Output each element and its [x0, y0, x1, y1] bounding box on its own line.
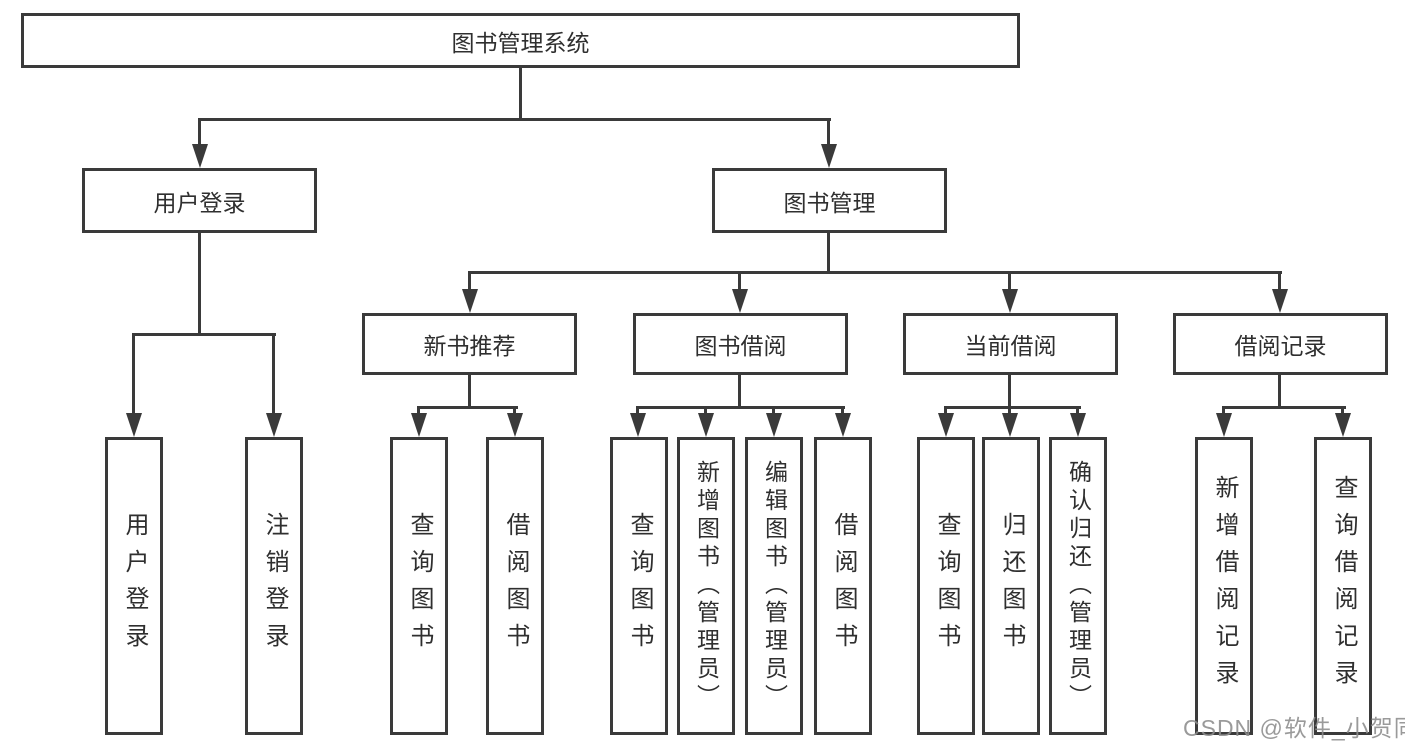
node-label: 查询图书: [933, 512, 960, 660]
edge-line: [772, 406, 775, 418]
node-user-login: 用户登录: [82, 168, 317, 233]
edge-line: [738, 373, 741, 408]
leaf-confirm-return-admin: 确认归还（管理员）: [1049, 437, 1107, 735]
node-label: 图书借阅: [694, 333, 787, 359]
node-label: 归还图书: [998, 512, 1025, 660]
leaf-logout: 注销登录: [245, 437, 303, 735]
node-label: 查询图书: [626, 512, 653, 660]
leaf-query-borrow-record: 查询借阅记录: [1314, 437, 1372, 735]
arrow-down-icon: [507, 413, 523, 437]
arrow-down-icon: [630, 413, 646, 437]
edge-line: [417, 406, 518, 409]
node-label: 查询借阅记录: [1330, 475, 1357, 697]
edge-line: [944, 406, 947, 418]
arrow-down-icon: [1335, 413, 1351, 437]
node-book-management: 图书管理: [712, 168, 947, 233]
csdn-watermark: CSDN @软件_小贺同学: [1183, 715, 1405, 741]
edge-line: [636, 406, 845, 409]
edge-line: [1008, 271, 1011, 295]
edge-line: [198, 118, 831, 121]
node-label: 借阅记录: [1234, 333, 1327, 359]
node-library-system: 图书管理系统: [21, 13, 1020, 68]
node-label: 借阅图书: [502, 512, 529, 660]
edge-line: [1222, 406, 1346, 409]
arrow-down-icon: [1216, 413, 1232, 437]
arrow-down-icon: [1272, 289, 1288, 313]
edge-line: [827, 231, 830, 273]
leaf-borrow-books-recommend: 借阅图书: [486, 437, 544, 735]
edge-line: [198, 118, 201, 150]
edge-line: [841, 406, 844, 418]
edge-line: [1222, 406, 1225, 418]
arrow-down-icon: [835, 413, 851, 437]
node-borrow-record: 借阅记录: [1173, 313, 1388, 375]
arrow-down-icon: [411, 413, 427, 437]
edge-line: [468, 271, 1282, 274]
arrow-down-icon: [266, 413, 282, 437]
leaf-query-books-recommend: 查询图书: [390, 437, 448, 735]
leaf-user-login: 用户登录: [105, 437, 163, 735]
arrow-down-icon: [698, 413, 714, 437]
edge-line: [519, 66, 522, 120]
edge-line: [513, 406, 516, 418]
node-label: 借阅图书: [830, 512, 857, 660]
leaf-edit-book-admin: 编辑图书（管理员）: [745, 437, 803, 735]
edge-line: [1278, 373, 1281, 408]
node-label: 确认归还（管理员）: [1065, 460, 1092, 712]
leaf-return-book: 归还图书: [982, 437, 1040, 735]
edge-line: [468, 271, 471, 295]
edge-line: [827, 118, 830, 150]
node-book-borrow: 图书借阅: [633, 313, 848, 375]
node-label: 编辑图书（管理员）: [761, 460, 788, 712]
arrow-down-icon: [732, 289, 748, 313]
edge-line: [1278, 271, 1281, 295]
arrow-down-icon: [821, 144, 837, 168]
edge-line: [738, 271, 741, 295]
edge-line: [272, 333, 275, 419]
node-label: 新书推荐: [423, 333, 516, 359]
node-label: 图书管理系统: [451, 29, 590, 56]
arrow-down-icon: [192, 144, 208, 168]
arrow-down-icon: [938, 413, 954, 437]
leaf-add-borrow-record: 新增借阅记录: [1195, 437, 1253, 735]
edge-line: [468, 373, 471, 408]
leaf-query-books-borrow: 查询图书: [610, 437, 668, 735]
node-label: 查询图书: [406, 512, 433, 660]
edge-line: [636, 406, 639, 418]
arrow-down-icon: [1002, 413, 1018, 437]
node-label: 用户登录: [121, 512, 148, 660]
edge-line: [1341, 406, 1344, 418]
edge-line: [417, 406, 420, 418]
edge-line: [132, 333, 135, 419]
edge-line: [1008, 406, 1011, 418]
leaf-borrow-books: 借阅图书: [814, 437, 872, 735]
arrow-down-icon: [462, 289, 478, 313]
arrow-down-icon: [1070, 413, 1086, 437]
arrow-down-icon: [766, 413, 782, 437]
edge-line: [944, 406, 1081, 409]
node-new-book-recommend: 新书推荐: [362, 313, 577, 375]
leaf-add-book-admin: 新增图书（管理员）: [677, 437, 735, 735]
node-label: 用户登录: [153, 189, 246, 216]
node-label: 注销登录: [261, 512, 288, 660]
arrow-down-icon: [126, 413, 142, 437]
edge-line: [704, 406, 707, 418]
edge-line: [198, 231, 201, 335]
node-current-borrow: 当前借阅: [903, 313, 1118, 375]
node-label: 新增借阅记录: [1211, 475, 1238, 697]
edge-line: [1076, 406, 1079, 418]
node-label: 当前借阅: [964, 333, 1057, 359]
edge-line: [1008, 373, 1011, 408]
leaf-query-books-current: 查询图书: [917, 437, 975, 735]
node-label: 新增图书（管理员）: [693, 460, 720, 712]
arrow-down-icon: [1002, 289, 1018, 313]
edge-line: [132, 333, 276, 336]
node-label: 图书管理: [783, 189, 876, 216]
